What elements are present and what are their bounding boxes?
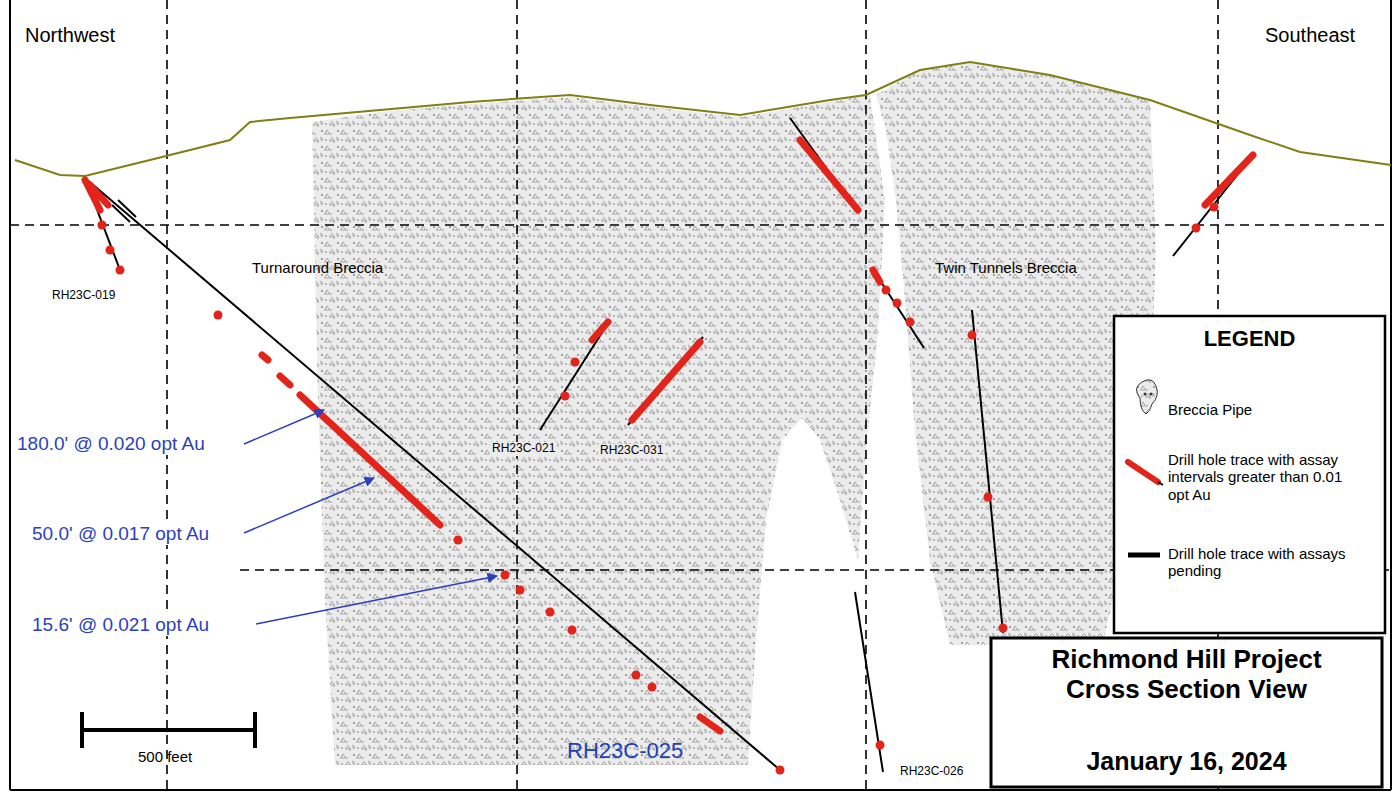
direction-label: Southeast: [1265, 24, 1355, 47]
assay-callout: 15.6' @ 0.021 opt Au: [30, 614, 211, 636]
breccia-name: Turnaround Breccia: [252, 259, 383, 276]
breccia-pipe: [312, 95, 885, 765]
assay-callout: 50.0' @ 0.017 opt Au: [30, 523, 211, 545]
drill-hole-id: RH23C-031: [598, 444, 665, 458]
legend-sample: [1128, 380, 1163, 555]
legend-text: Drill hole trace with assays pending: [1168, 545, 1346, 580]
frame: [10, 0, 1391, 790]
legend-text: Breccia Pipe: [1168, 401, 1368, 418]
legend-heading: LEGEND: [1114, 326, 1385, 351]
drill-hole-id: RH23C-025: [567, 738, 683, 763]
topography-line: [15, 62, 1391, 176]
drill-hole-id: RH23C-019: [50, 289, 117, 303]
legend-text: Drill hole trace with assay intervals gr…: [1168, 451, 1346, 503]
title-box: [991, 638, 1382, 787]
drill-hole-id: RH23C-021: [490, 442, 557, 456]
grid-line: [10, 0, 1391, 790]
scale-bar: [82, 712, 255, 748]
title-date: January 16, 2024: [991, 747, 1382, 776]
direction-label: Northwest: [25, 24, 115, 47]
drill-hole-id: RH23C-026: [898, 765, 965, 779]
title-text: Richmond Hill Project Cross Section View: [1031, 645, 1342, 705]
callout-leader: [244, 410, 497, 624]
legend-box: [1114, 316, 1385, 633]
assay-callout: 180.0' @ 0.020 opt Au: [15, 433, 207, 455]
scale-label: 500 feet: [138, 748, 192, 765]
breccia-name: Twin Tunnels Breccia: [935, 259, 1077, 276]
